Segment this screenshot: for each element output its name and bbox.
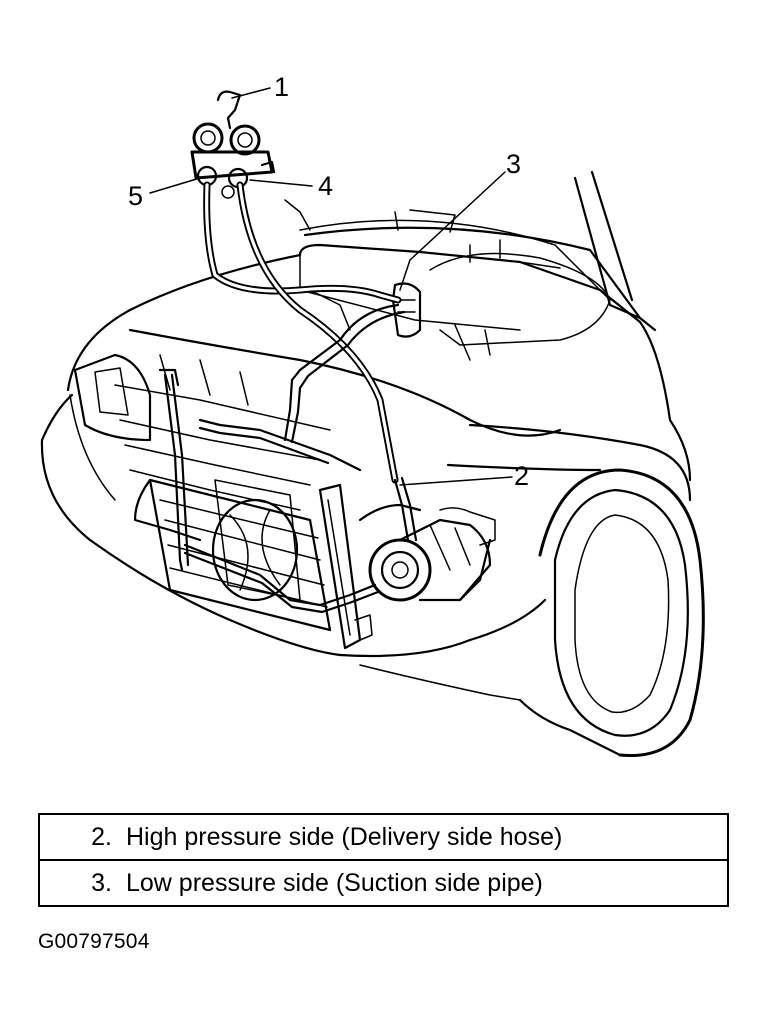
headlight-grille	[73, 353, 331, 511]
callout-5: 5	[128, 181, 143, 211]
callout-2: 2	[514, 461, 529, 491]
legend-table: 2. High pressure side (Delivery side hose…	[38, 813, 729, 907]
compressor	[368, 507, 496, 602]
legend-row: 2. High pressure side (Delivery side hose…	[38, 813, 729, 861]
figure-code: G00797504	[38, 930, 150, 953]
ac-gauge-connection-diagram: 1 2 3 4 5	[40, 72, 705, 758]
legend-number: 2.	[91, 822, 112, 851]
callout-4: 4	[318, 171, 333, 201]
gauge-hoses	[203, 181, 418, 542]
ac-piping	[133, 368, 492, 614]
condenser	[148, 478, 373, 650]
callout-leaders	[149, 87, 513, 486]
callout-1: 1	[274, 72, 289, 102]
legend-text: High pressure side (Delivery side hose)	[126, 822, 563, 851]
legend-text: Low pressure side (Suction side pipe)	[126, 868, 543, 897]
legend-row: 3. Low pressure side (Suction side pipe)	[38, 859, 729, 907]
callout-3: 3	[506, 149, 521, 179]
radiator-fan	[211, 479, 301, 602]
car-body	[40, 253, 692, 701]
cowl	[303, 209, 657, 332]
front-tire	[518, 468, 705, 758]
legend-number: 3.	[91, 868, 112, 897]
manifold-gauge-set	[190, 90, 276, 199]
